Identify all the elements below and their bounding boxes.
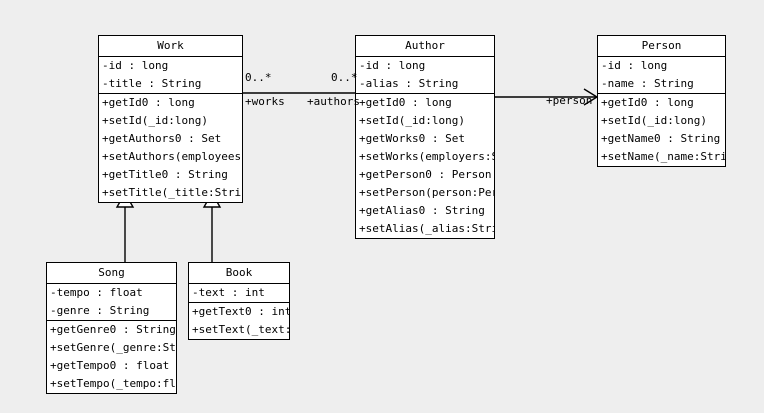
attribute-row: -title : String: [102, 77, 202, 90]
method-row: +getWorks0 : Set: [359, 132, 465, 145]
method-row: +getId0 : long: [359, 96, 452, 109]
method-row: +setId(_id:long): [601, 114, 707, 127]
role-label-authors: +authors: [307, 95, 360, 108]
method-row: +getTempo0 : float: [50, 359, 170, 372]
class-box-person[interactable]: Person -id : long -name : String +getId0…: [597, 35, 726, 167]
method-row: +setAlias(_alias:String): [359, 222, 494, 235]
role-label-works: +works: [245, 95, 285, 108]
class-box-work[interactable]: Work -id : long -title : String +getId0 …: [98, 35, 243, 203]
attribute-row: -id : long: [601, 59, 668, 72]
methods-compartment-author: +getId0 : long +setId(_id:long) +getWork…: [356, 94, 494, 238]
class-name-person: Person: [598, 36, 725, 57]
method-row: +setTempo(_tempo:float): [50, 377, 176, 390]
attributes-compartment-person: -id : long -name : String: [598, 57, 725, 94]
method-row: +setWorks(employers:Set): [359, 150, 494, 163]
method-row: +getText0 : int: [192, 305, 289, 318]
class-name-author: Author: [356, 36, 494, 57]
attribute-row: -id : long: [102, 59, 169, 72]
multiplicity-author-end: 0..*: [331, 71, 358, 84]
attribute-row: -text : int: [192, 286, 265, 299]
class-box-song[interactable]: Song -tempo : float -genre : String +get…: [46, 262, 177, 394]
method-row: +setText(_text:int): [192, 323, 289, 336]
methods-compartment-book: +getText0 : int +setText(_text:int): [189, 303, 289, 339]
methods-compartment-song: +getGenre0 : String +setGenre(_genre:Str…: [47, 321, 176, 393]
role-label-person: +person: [546, 94, 593, 107]
method-row: +getPerson0 : Person: [359, 168, 492, 181]
attribute-row: -id : long: [359, 59, 426, 72]
method-row: +setName(_name:String): [601, 150, 725, 163]
method-row: +getTitle0 : String: [102, 168, 228, 181]
class-box-book[interactable]: Book -text : int +getText0 : int +setTex…: [188, 262, 290, 340]
methods-compartment-work: +getId0 : long +setId(_id:long) +getAuth…: [99, 94, 242, 202]
method-row: +getGenre0 : String: [50, 323, 176, 336]
method-row: +setGenre(_genre:String): [50, 341, 176, 354]
attributes-compartment-song: -tempo : float -genre : String: [47, 284, 176, 321]
method-row: +setPerson(person:Person): [359, 186, 494, 199]
method-row: +setAuthors(employees:Set): [102, 150, 242, 163]
class-box-author[interactable]: Author -id : long -alias : String +getId…: [355, 35, 495, 239]
method-row: +setTitle(_title:String): [102, 186, 242, 199]
method-row: +getName0 : String: [601, 132, 721, 145]
class-name-song: Song: [47, 263, 176, 284]
attribute-row: -name : String: [601, 77, 694, 90]
attributes-compartment-work: -id : long -title : String: [99, 57, 242, 94]
attribute-row: -alias : String: [359, 77, 459, 90]
multiplicity-work-end: 0..*: [245, 71, 272, 84]
method-row: +setId(_id:long): [102, 114, 208, 127]
methods-compartment-person: +getId0 : long +setId(_id:long) +getName…: [598, 94, 725, 166]
attribute-row: -tempo : float: [50, 286, 143, 299]
method-row: +getId0 : long: [601, 96, 694, 109]
method-row: +setId(_id:long): [359, 114, 465, 127]
method-row: +getAlias0 : String: [359, 204, 485, 217]
class-name-book: Book: [189, 263, 289, 284]
attribute-row: -genre : String: [50, 304, 150, 317]
method-row: +getAuthors0 : Set: [102, 132, 222, 145]
attributes-compartment-book: -text : int: [189, 284, 289, 303]
attributes-compartment-author: -id : long -alias : String: [356, 57, 494, 94]
class-name-work: Work: [99, 36, 242, 57]
method-row: +getId0 : long: [102, 96, 195, 109]
